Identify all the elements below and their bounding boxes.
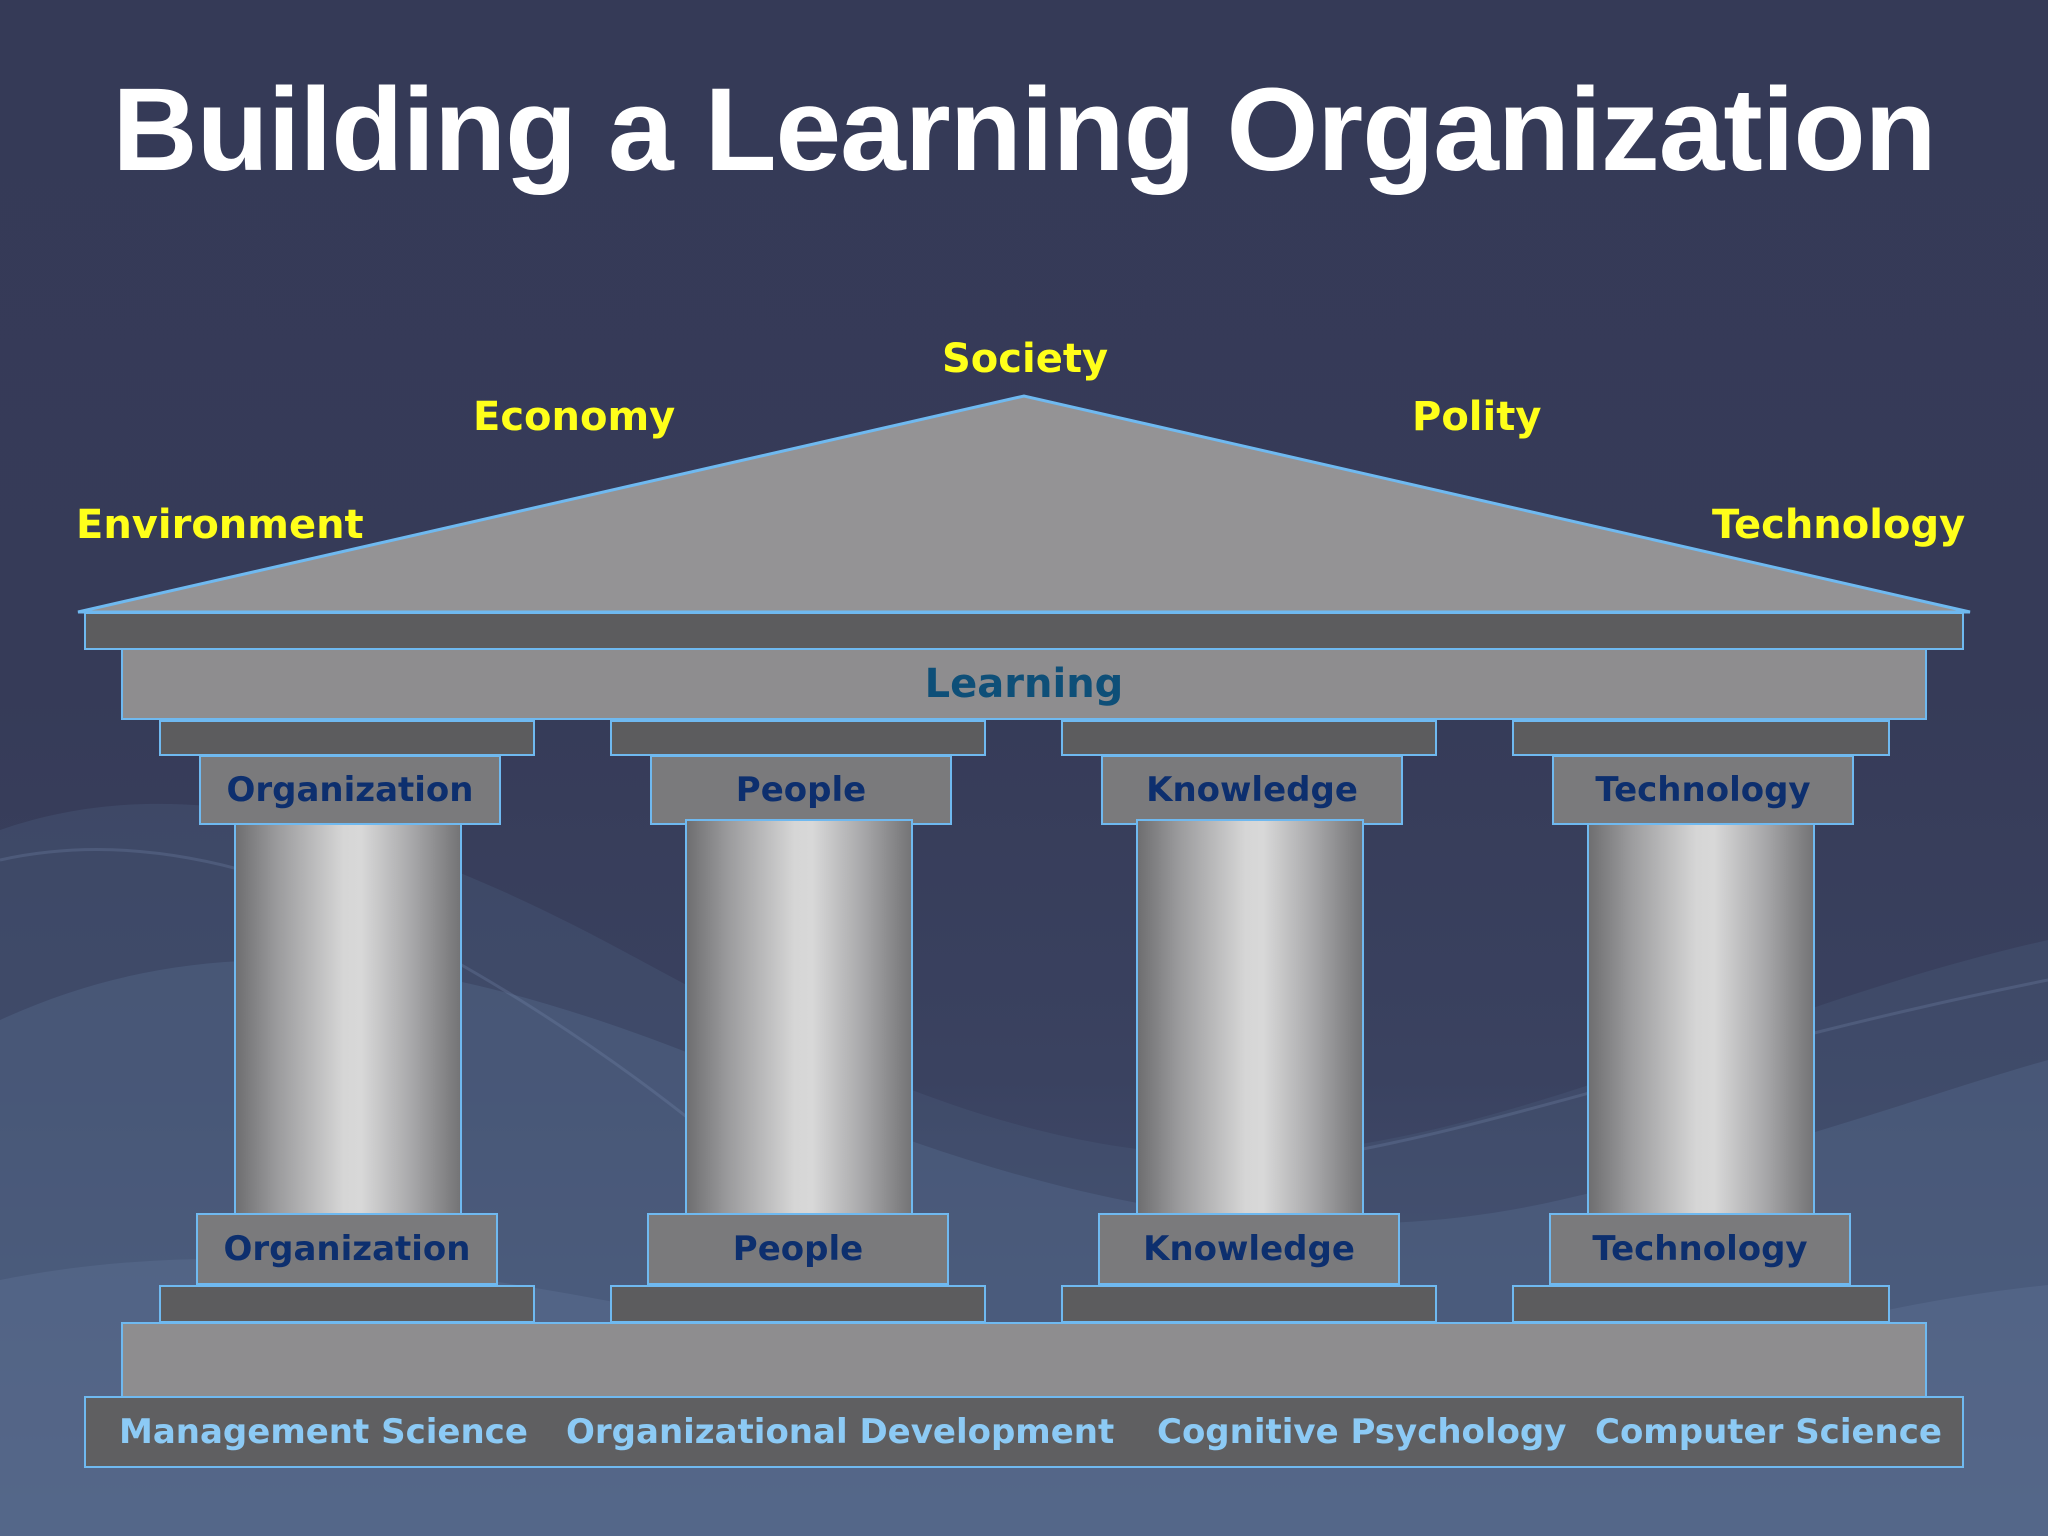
pillar-2-top-plinth	[610, 720, 986, 756]
learning-beam: Learning	[121, 648, 1927, 720]
discipline-management-science: Management Science	[119, 1412, 528, 1452]
pillar-4-shaft	[1587, 823, 1815, 1215]
discipline-cognitive-psychology: Cognitive Psychology	[1157, 1412, 1567, 1452]
pillar-2-capital: People	[650, 755, 952, 825]
pillar-2-shaft	[685, 819, 913, 1215]
pillar-1-capital: Organization	[199, 755, 501, 825]
pillar-1-top-plinth	[159, 720, 535, 756]
pillar-1-shaft	[234, 823, 462, 1215]
roof-label-left-inner: Economy	[473, 394, 676, 440]
pillar-3-top-plinth	[1061, 720, 1437, 756]
pillar-3-capital: Knowledge	[1101, 755, 1403, 825]
pillar-4-bottom-plinth	[1512, 1285, 1890, 1323]
roof-label-left-outer: Environment	[76, 502, 364, 548]
cornice	[84, 612, 1964, 650]
foundation-base	[84, 1396, 1964, 1468]
pillar-4-capital: Technology	[1552, 755, 1854, 825]
pillar-3-shaft	[1136, 819, 1364, 1215]
pillar-3-bottom-plinth	[1061, 1285, 1437, 1323]
pillar-2-base: People	[647, 1213, 949, 1285]
pillar-1-bottom-plinth	[159, 1285, 535, 1323]
slide-title: Building a Learning Organization	[112, 64, 1936, 196]
pillar-4-top-plinth	[1512, 720, 1890, 756]
pillar-3-base: Knowledge	[1098, 1213, 1400, 1285]
pillar-2-bottom-plinth	[610, 1285, 986, 1323]
pillar-4-base: Technology	[1549, 1213, 1851, 1285]
discipline-computer-science: Computer Science	[1595, 1412, 1942, 1452]
roof-label-right-outer: Technology	[1712, 502, 1966, 548]
pillar-1-base: Organization	[196, 1213, 498, 1285]
roof-label-right-inner: Polity	[1412, 394, 1542, 440]
foundation-step	[121, 1322, 1927, 1398]
discipline-organizational-development: Organizational Development	[566, 1412, 1115, 1452]
roof-label-top: Society	[942, 336, 1109, 382]
